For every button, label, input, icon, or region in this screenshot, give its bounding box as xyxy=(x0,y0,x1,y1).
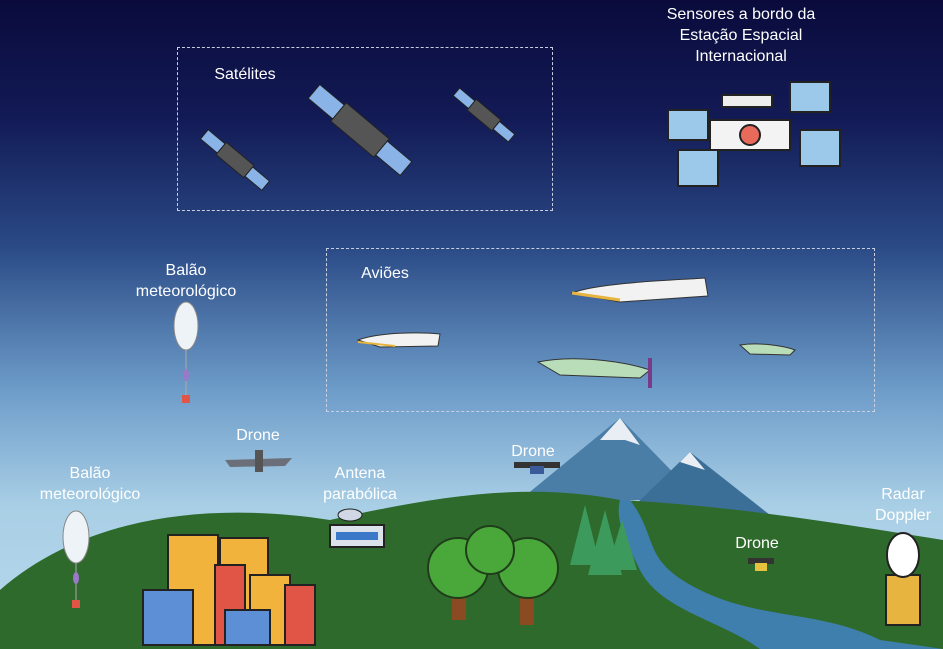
doppler-radar xyxy=(885,532,921,626)
iss-label: Sensores a bordo da Estação Espacial Int… xyxy=(666,6,816,65)
parabolic-antenna xyxy=(329,508,385,548)
weather-balloon-high xyxy=(173,301,199,403)
satellites xyxy=(199,83,516,192)
city-buildings xyxy=(142,534,316,646)
satellites-group-frame xyxy=(177,47,553,211)
drone-mountain-label: Drone xyxy=(511,443,555,460)
planes-label: Aviões xyxy=(361,265,409,282)
satellites-label: Satélites xyxy=(214,66,276,83)
drone-quadcopter xyxy=(514,462,560,474)
airplanes xyxy=(356,277,796,388)
planes-group-frame xyxy=(326,248,875,412)
balloon-high-label: Balão meteorológico xyxy=(135,262,237,300)
drone-left-label: Drone xyxy=(236,427,280,444)
mountains xyxy=(520,418,770,515)
drone-small xyxy=(748,558,774,571)
drone-river-label: Drone xyxy=(735,535,779,552)
radar-label: Radar Doppler xyxy=(874,486,932,524)
balloon-low-label: Balão meteorológico xyxy=(39,465,141,503)
river xyxy=(618,500,943,649)
drone-military xyxy=(225,450,292,472)
trees xyxy=(427,505,637,625)
weather-balloon-low xyxy=(62,510,90,608)
antenna-label: Antena parabólica xyxy=(323,465,397,503)
international-space-station xyxy=(667,81,841,187)
